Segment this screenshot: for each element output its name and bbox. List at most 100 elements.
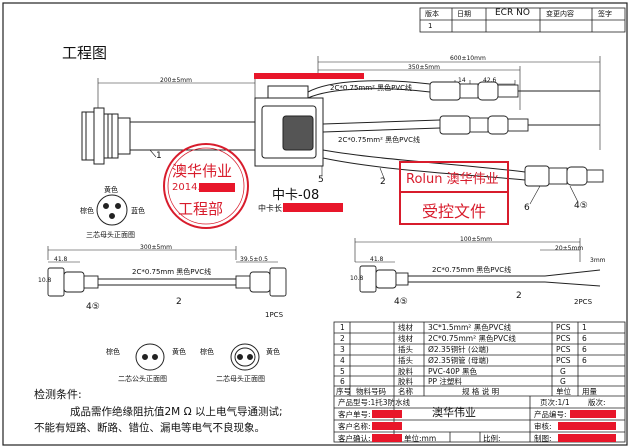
stamp-line3: 工程部 bbox=[178, 200, 224, 218]
pin-yellow-b: 黄色 bbox=[172, 348, 186, 356]
product-code-label: 产品编号: bbox=[534, 410, 567, 419]
drafter-label: 制图: bbox=[534, 434, 552, 443]
bom-no: 5 bbox=[340, 367, 345, 376]
two-core-male-label: 二芯公头正面图 bbox=[118, 375, 167, 383]
bom-no: 4 bbox=[340, 356, 345, 365]
stamp-line1: 澳华伟业 bbox=[172, 162, 233, 180]
dim-41-8-label-c: 41.8 bbox=[370, 256, 384, 263]
redacted-reviewer bbox=[558, 422, 616, 430]
stamp-line2: 2014. bbox=[172, 182, 201, 193]
panel-connector bbox=[81, 107, 131, 165]
callout-1: 1 bbox=[156, 151, 162, 161]
two-core-female-face bbox=[230, 343, 260, 371]
bom-unit: PCS bbox=[556, 345, 571, 354]
callout-6: 6 bbox=[524, 203, 530, 213]
dim-14-label: 14 bbox=[458, 77, 466, 84]
control-stamp-line2: 受控文件 bbox=[422, 202, 487, 221]
page-number: 页次:1/1 bbox=[540, 398, 570, 407]
bom-header-unit: 单位 bbox=[556, 387, 571, 396]
dim-10-8-label-b: 10.8 bbox=[350, 275, 364, 282]
bom-type: 胶料 bbox=[398, 367, 413, 376]
qty-2pcs: 2PCS bbox=[574, 298, 593, 306]
redacted-product-code bbox=[570, 410, 616, 418]
branch-connector-mid bbox=[439, 115, 600, 135]
bom-qty: 1 bbox=[582, 323, 587, 332]
wire-label-3: 2C*0.75mm 黑色PVC线 bbox=[132, 268, 212, 276]
splitter-box bbox=[254, 85, 324, 167]
dim-100-label: 100±5mm bbox=[460, 236, 492, 243]
dim-42-label: 42.6 bbox=[483, 77, 497, 84]
redacted-confirm bbox=[372, 434, 402, 442]
redacted-customer-no bbox=[372, 410, 402, 418]
pin-brown-b: 棕色 bbox=[106, 348, 120, 356]
engineering-stamp bbox=[163, 143, 249, 229]
test-heading: 检测条件: bbox=[34, 388, 82, 401]
bom-no: 6 bbox=[340, 377, 345, 386]
bom-spec: PP 注塑料 bbox=[428, 377, 462, 386]
pin-blue-a: 蓝色 bbox=[131, 207, 145, 215]
unit-label: 单位:mm bbox=[404, 434, 437, 443]
bom-header-seq: 序号 bbox=[336, 387, 351, 396]
controlled-doc-stamp bbox=[399, 161, 509, 225]
bom-spec: 2C*0.75mm² 黑色PVC线 bbox=[428, 334, 516, 343]
bom-qty: 6 bbox=[582, 334, 587, 343]
pin-brown-a: 棕色 bbox=[80, 207, 94, 215]
splitter-box-label: 中卡-08 bbox=[272, 188, 320, 203]
bom-unit: G bbox=[560, 377, 566, 386]
bom-header-spec: 规 格 说 明 bbox=[462, 387, 500, 396]
bom-spec: PVC-40P 黑色 bbox=[428, 367, 478, 376]
dim-100 bbox=[354, 238, 581, 263]
bom-type: 胶料 bbox=[398, 377, 413, 386]
pin-yellow-a: 黄色 bbox=[104, 186, 118, 194]
company-name: 澳华伟业 bbox=[432, 406, 476, 419]
page-title: 工程图 bbox=[62, 44, 108, 62]
splitter-length-label: 中卡长: bbox=[258, 204, 285, 213]
pin-yellow-c: 黄色 bbox=[266, 348, 280, 356]
wire-label-2: 2C*0.75mm² 黑色PVC线 bbox=[338, 136, 420, 144]
pin-brown-c: 棕色 bbox=[200, 348, 214, 356]
customer-no-label: 客户单号: bbox=[338, 410, 371, 419]
two-core-male-face bbox=[135, 343, 165, 371]
bom-qty: 6 bbox=[582, 356, 587, 365]
control-stamp-line1: Rolun 澳华伟业 bbox=[406, 172, 499, 187]
branch-cables bbox=[307, 80, 526, 181]
two-core-female-label: 二芯母头正面图 bbox=[216, 375, 265, 383]
dim-300-label: 300±5mm bbox=[140, 244, 172, 251]
callout-2-b: 2 bbox=[176, 297, 182, 307]
reviewer-label: 审核: bbox=[534, 422, 552, 431]
wire-label-4: 2C*0.75mm 黑色PVC线 bbox=[432, 266, 512, 274]
wire-label-1: 2C*0.75mm² 黑色PVC线 bbox=[330, 84, 412, 92]
dim-20-label: 20±5mm bbox=[555, 245, 584, 252]
rev-row1: 1 bbox=[428, 22, 433, 30]
dim-600 bbox=[317, 56, 601, 150]
dim-10-8-label: 10.8 bbox=[38, 277, 52, 284]
leader-lines bbox=[149, 149, 579, 205]
dim-39-5-label: 39.5±0.5 bbox=[240, 256, 268, 263]
bom-qty: 6 bbox=[582, 345, 587, 354]
bom-no: 2 bbox=[340, 334, 345, 343]
dim-600-label: 600±10mm bbox=[450, 55, 486, 62]
rev-col-version: 版本 bbox=[425, 10, 439, 18]
bom-unit: PCS bbox=[556, 323, 571, 332]
redacted-top-bar bbox=[254, 73, 364, 79]
bom-unit: PCS bbox=[556, 334, 571, 343]
bom-type: 线材 bbox=[398, 323, 413, 332]
rev-col-date: 日期 bbox=[457, 10, 471, 18]
test-line1: 成品需作绝缘阻抗值2M Ω 以上电气导通测试; bbox=[70, 406, 283, 418]
three-core-face-label: 三芯母头正面图 bbox=[86, 231, 135, 239]
bom-spec: Ø2.35铜针 (公端) bbox=[428, 345, 489, 354]
bom-spec: Ø2.35铜管 (母端) bbox=[428, 356, 489, 365]
qty-1pcs: 1PCS bbox=[265, 311, 284, 319]
dim-350-label: 350±5mm bbox=[408, 64, 440, 71]
bom-no: 3 bbox=[340, 345, 345, 354]
bom-spec: 3C*1.5mm² 黑色PVC线 bbox=[428, 323, 512, 332]
callout-45-c: 4⑤ bbox=[394, 297, 408, 307]
revision-table bbox=[419, 7, 626, 33]
test-line2: 不能有短路、断路、错位、漏电等电气不良现象。 bbox=[34, 422, 265, 434]
bom-header-name: 名称 bbox=[398, 387, 413, 396]
cable-2core-2pcs bbox=[359, 265, 601, 293]
branch-connector-low bbox=[524, 165, 604, 187]
bom-type: 插头 bbox=[398, 356, 413, 365]
customer-confirm-label: 客户确认: bbox=[338, 434, 371, 443]
